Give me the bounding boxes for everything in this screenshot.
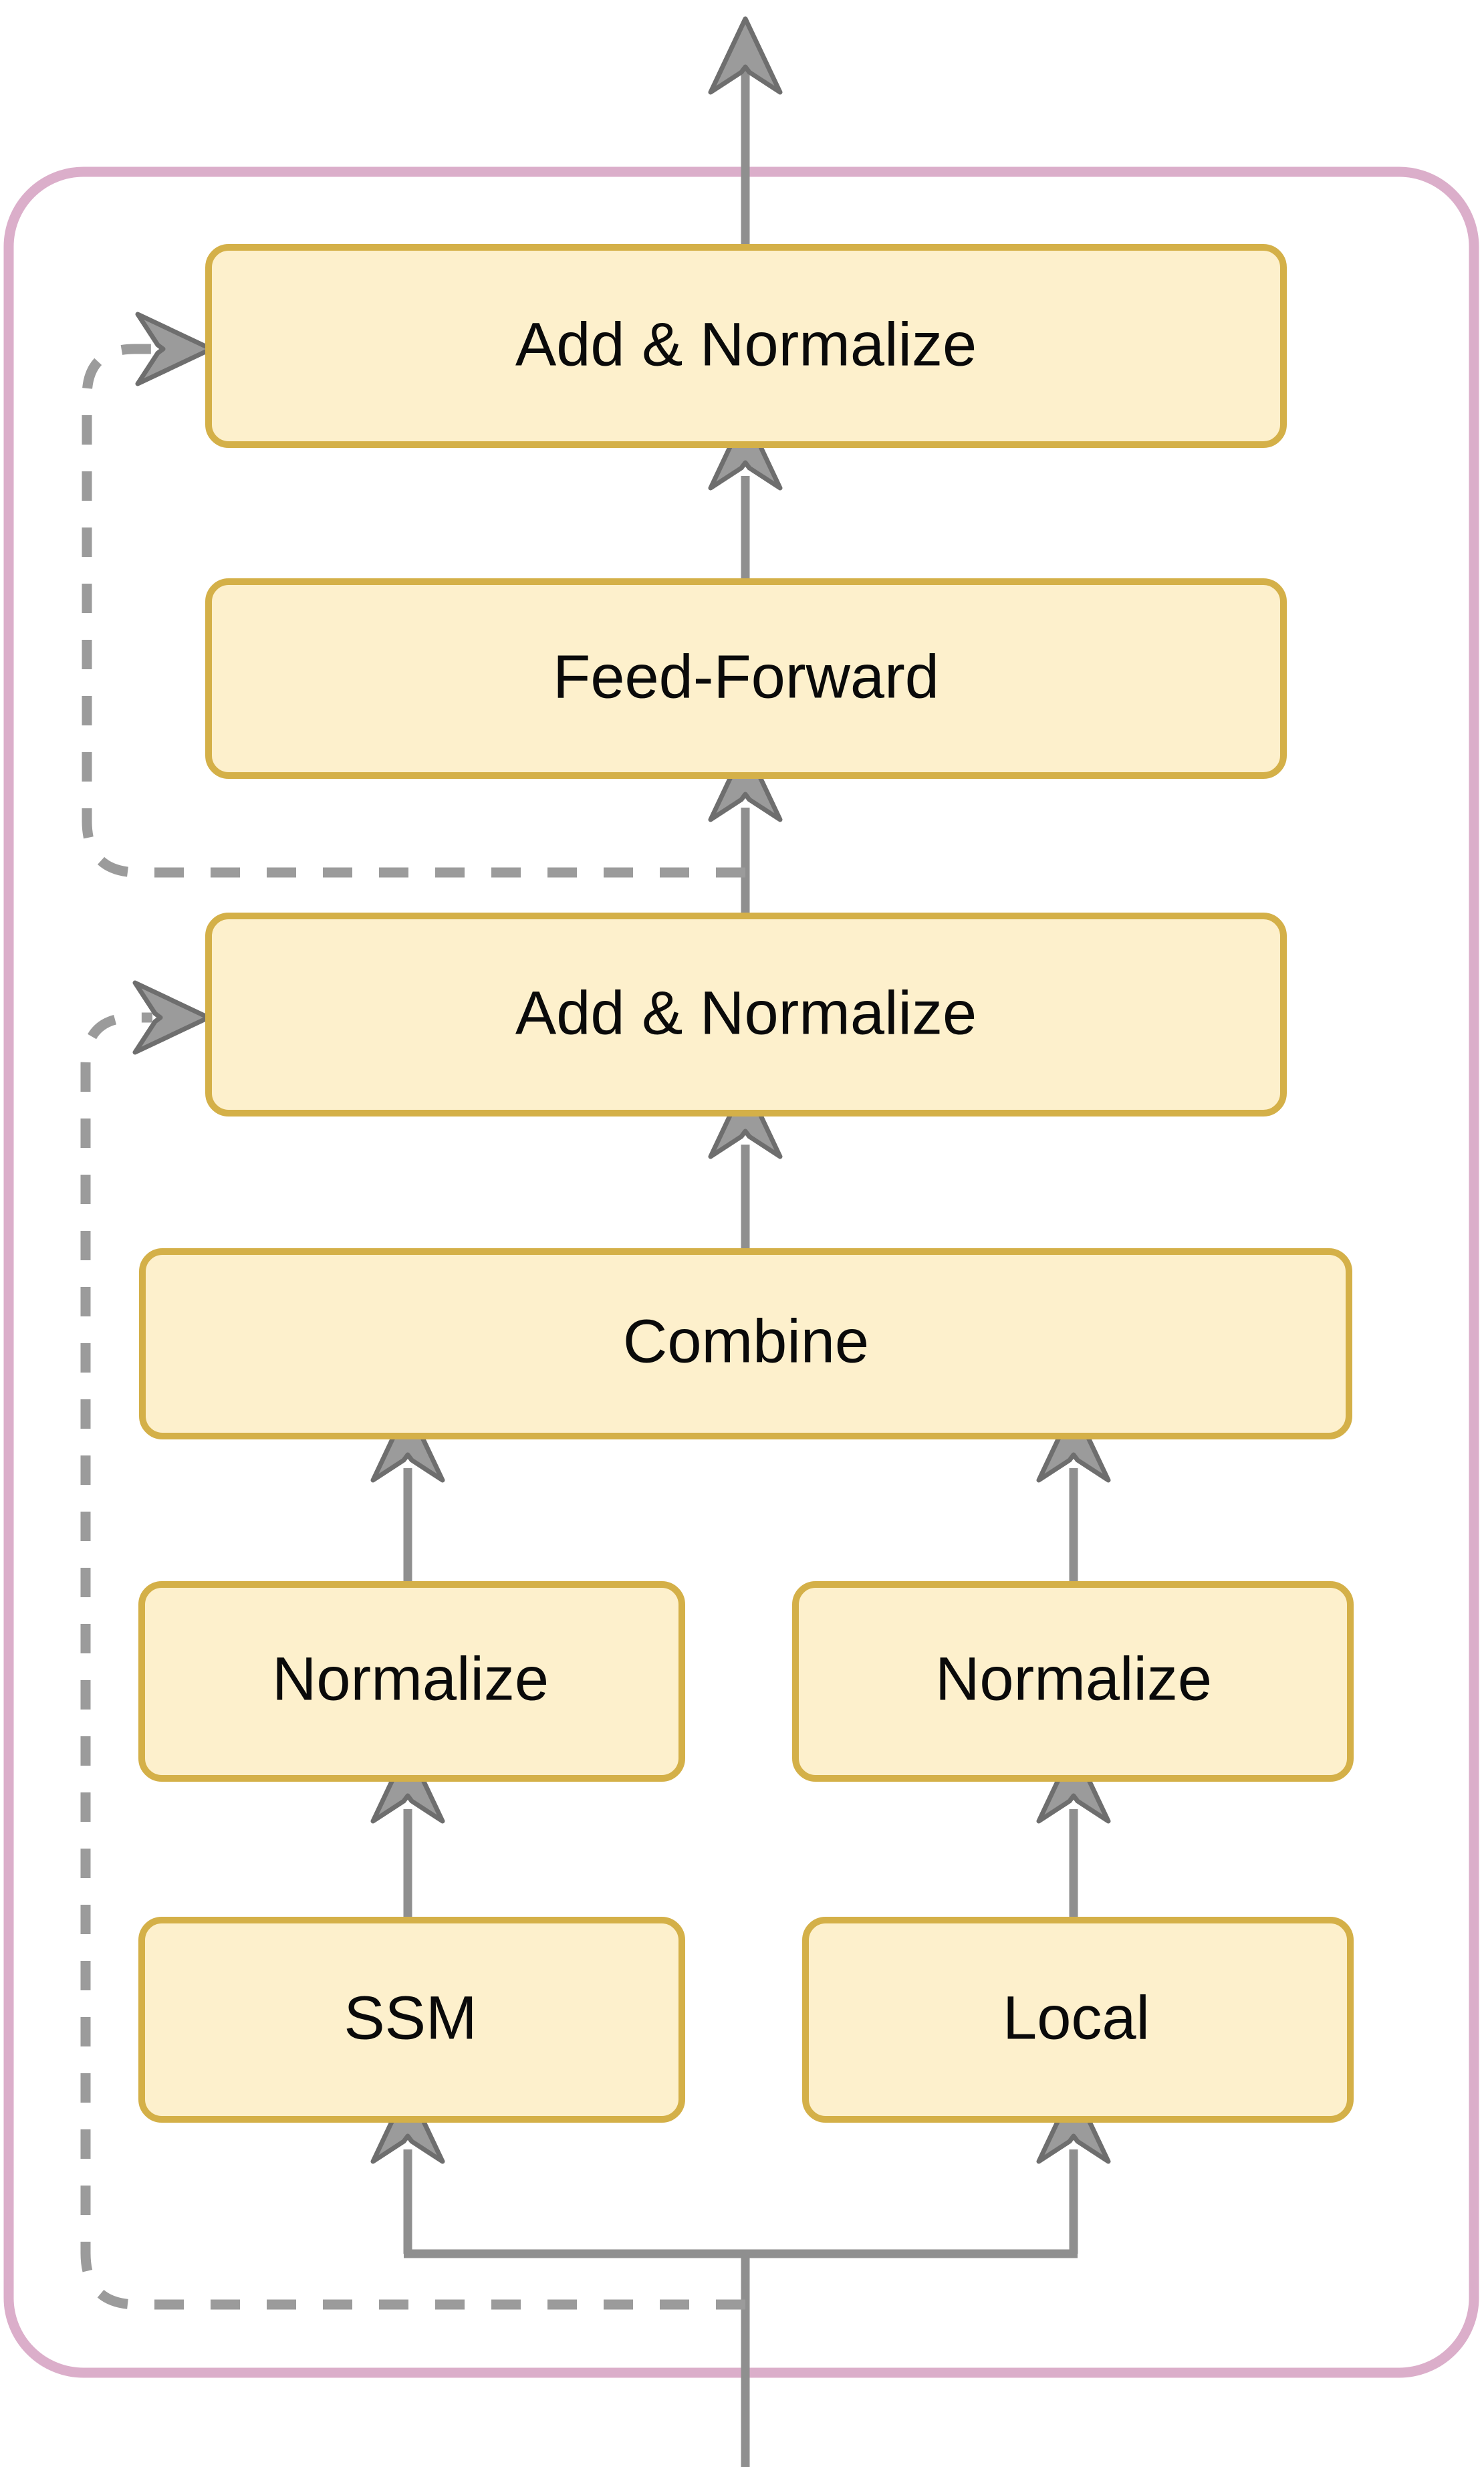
node-add-normalize-top-label: Add & Normalize bbox=[515, 310, 977, 378]
node-ssm-label: SSM bbox=[344, 1984, 477, 2052]
node-feed-forward-label: Feed-Forward bbox=[553, 642, 939, 711]
node-add-normalize-mid-label: Add & Normalize bbox=[515, 979, 977, 1047]
node-local-label: Local bbox=[1003, 1984, 1150, 2052]
residual-edge-layer bbox=[80, 344, 745, 2310]
node-combine-label: Combine bbox=[623, 1307, 869, 1375]
node-add-normalize-top[interactable]: Add & Normalize bbox=[205, 244, 1287, 448]
node-feed-forward[interactable]: Feed-Forward bbox=[205, 578, 1287, 779]
node-normalize-right[interactable]: Normalize bbox=[792, 1581, 1354, 1782]
node-combine-box[interactable] bbox=[139, 1248, 1352, 1439]
node-add-normalize-top-box[interactable] bbox=[205, 244, 1287, 448]
node-ssm[interactable]: SSM bbox=[138, 1917, 685, 2123]
node-feed-forward-box[interactable] bbox=[205, 578, 1287, 779]
edge-residual-lower bbox=[80, 1012, 745, 2310]
node-normalize-left-box[interactable] bbox=[138, 1581, 685, 1782]
node-normalize-right-box[interactable] bbox=[792, 1581, 1354, 1782]
node-normalize-left[interactable]: Normalize bbox=[138, 1581, 685, 1782]
node-local[interactable]: Local bbox=[802, 1917, 1354, 2123]
node-add-normalize-mid-box[interactable] bbox=[205, 913, 1287, 1117]
node-ssm-box[interactable] bbox=[138, 1917, 685, 2123]
node-add-normalize-mid[interactable]: Add & Normalize bbox=[205, 913, 1287, 1117]
edge-layer bbox=[403, 55, 1078, 2467]
node-combine[interactable]: Combine bbox=[139, 1248, 1352, 1439]
node-normalize-right-label: Normalize bbox=[935, 1645, 1212, 1713]
node-layer: Add & Normalize Feed-Forward Add & Norma… bbox=[138, 244, 1354, 2123]
node-normalize-left-label: Normalize bbox=[272, 1645, 549, 1713]
node-local-box[interactable] bbox=[802, 1917, 1354, 2123]
edge-residual-upper bbox=[82, 344, 745, 878]
